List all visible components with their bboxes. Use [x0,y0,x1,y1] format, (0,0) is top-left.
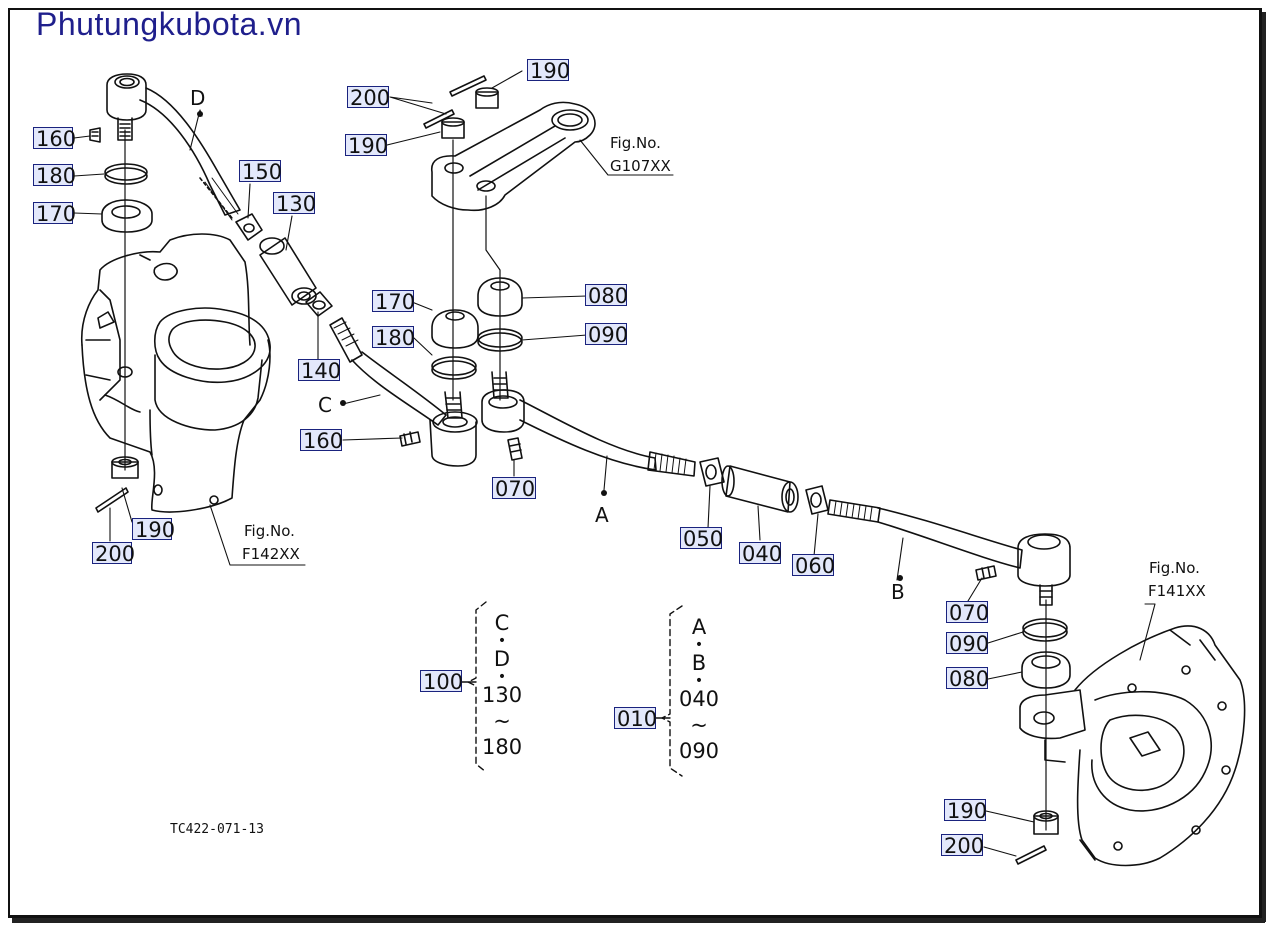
group-010-line: 040 [678,687,720,711]
group-bracket-010 [655,605,683,777]
part-label-180-left[interactable]: 180 [33,164,76,187]
part-label-080-mid[interactable]: 080 [585,284,628,307]
frame-shadow-bottom [12,918,1265,923]
pitman-arm [430,101,596,212]
fig-ref-g107-title: Fig.No. [610,134,661,152]
left-knuckle-housing [80,233,271,513]
fig-ref-g107-code[interactable]: G107XX [610,157,671,175]
fig-ref-f141-code[interactable]: F141XX [1148,582,1206,600]
part-label-150[interactable]: 150 [239,160,282,183]
part-label-200-right[interactable]: 200 [941,834,984,857]
tie-rod-c [329,317,478,467]
fig-ref-f142-code[interactable]: F142XX [242,545,300,563]
part-label-160-left[interactable]: 160 [33,127,76,150]
part-label-180-mid[interactable]: 180 [372,326,415,349]
part-label-100[interactable]: 100 [420,670,463,693]
part-label-200-left[interactable]: 200 [92,542,135,565]
group-010-line: ~ [690,713,708,737]
part-label-070-mid[interactable]: 070 [492,477,536,500]
part-label-170-left[interactable]: 170 [33,202,76,225]
assembly-letter-d: D [190,86,206,110]
site-watermark: Phutungkubota.vn [36,6,302,42]
part-label-170-mid[interactable]: 170 [372,290,415,313]
part-label-050[interactable]: 050 [680,527,723,550]
part-label-090-right[interactable]: 090 [946,632,989,655]
group-100-line: • [497,669,507,685]
part-label-190-right[interactable]: 190 [944,799,987,822]
part-label-040[interactable]: 040 [739,542,782,565]
diagram-frame [8,8,1262,918]
part-label-140[interactable]: 140 [298,359,341,382]
group-100-composition: C • D • 130 ~ 180 [482,610,522,760]
part-label-010[interactable]: 010 [614,707,657,730]
adjuster-sleeve-set-lower [699,457,829,515]
part-label-190-left[interactable]: 190 [132,518,175,541]
tie-rod-end-a [481,371,696,477]
group-bracket-100 [461,601,487,773]
tie-rod-b [827,499,1071,606]
leader-lines [73,70,1156,857]
group-010-line: B [691,651,707,675]
part-label-190-top-a[interactable]: 190 [527,59,570,82]
part-label-080-right[interactable]: 080 [946,667,989,690]
frame-shadow-right [1262,12,1266,922]
group-100-line: • [497,633,507,649]
group-010-composition: A • B • 040 ~ 090 [677,614,721,764]
part-label-090-mid[interactable]: 090 [585,323,628,346]
group-010-line: • [694,637,704,653]
part-label-190-top-b[interactable]: 190 [345,134,388,157]
tie-rod-end-d [106,73,241,219]
assembly-letter-c: C [318,393,332,417]
assembly-letter-a: A [595,503,609,527]
part-label-160-mid[interactable]: 160 [300,429,343,452]
part-label-070-right[interactable]: 070 [946,601,989,624]
assembly-letter-b: B [891,580,905,604]
group-100-line: 130 [482,683,523,707]
group-010-line: A [691,615,707,639]
right-knuckle-housing [1019,625,1246,867]
group-010-line: • [694,673,704,689]
group-100-line: ~ [493,709,511,733]
fig-ref-f142-title: Fig.No. [244,522,295,540]
group-010-line: 090 [678,739,720,763]
group-100-line: D [493,647,511,671]
part-label-060[interactable]: 060 [792,554,835,577]
adjuster-sleeve-set-upper [235,213,333,317]
part-label-130[interactable]: 130 [273,192,316,215]
group-100-line: C [494,611,510,635]
group-100-line: 180 [482,735,523,759]
fig-ref-f141-title: Fig.No. [1149,559,1200,577]
part-label-200-top[interactable]: 200 [347,86,390,109]
drawing-number: TC422-071-13 [170,822,264,837]
